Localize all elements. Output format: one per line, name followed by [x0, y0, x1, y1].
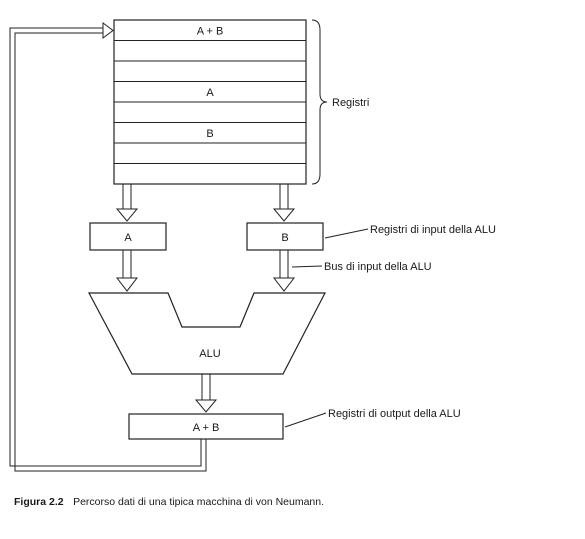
bus-input-a-to-alu	[115, 250, 139, 292]
input-register-a-label: A	[124, 232, 132, 244]
registri-brace: Registri	[311, 19, 369, 185]
input-register-a: A	[89, 222, 167, 251]
arrowhead-icon	[115, 277, 139, 292]
svg-text:Figura 2.2 Percorso dati: Figura 2.2 Percorso dati di una tipica m…	[14, 492, 324, 509]
brace-icon	[311, 19, 328, 185]
output-registers-label: Registri di output della ALU	[328, 408, 461, 420]
bus-input-b-to-alu	[272, 250, 296, 292]
annotation-input-registers: Registri di input della ALU	[324, 224, 496, 239]
bus-register-to-input-b	[272, 184, 296, 222]
leader-line	[284, 412, 327, 428]
arrowhead-icon	[115, 208, 139, 222]
bus-alu-to-output	[194, 374, 218, 413]
input-bus-label: Bus di input della ALU	[324, 261, 432, 273]
annotation-output-register: Registri di output della ALU	[284, 408, 461, 428]
bus-register-to-input-a	[115, 184, 139, 222]
input-register-b: B	[246, 222, 324, 251]
output-register: A + B	[128, 413, 284, 440]
figure-caption: Figura 2.2 Percorso dati di una tipica m…	[14, 492, 324, 509]
alu: ALU	[88, 292, 326, 375]
registri-label: Registri	[332, 97, 369, 109]
alu-shape	[88, 292, 326, 375]
input-registers-label: Registri di input della ALU	[370, 224, 496, 236]
register-row-label: A + B	[197, 25, 224, 37]
register-row-label: A	[206, 87, 214, 99]
alu-label: ALU	[199, 348, 220, 360]
caption-number: Figura 2.2	[14, 496, 64, 508]
annotation-input-bus: Bus di input della ALU	[291, 261, 432, 273]
output-register-label: A + B	[193, 422, 220, 434]
leader-line	[291, 265, 323, 268]
register-file: A + B A B	[113, 19, 307, 185]
register-dividers	[114, 40, 306, 164]
leader-line	[324, 228, 369, 239]
input-register-b-label: B	[281, 232, 288, 244]
arrowhead-icon	[194, 399, 218, 413]
arrowhead-icon	[272, 208, 296, 222]
caption-text: Percorso dati di una tipica macchina di …	[73, 496, 324, 508]
register-labels: A + B A B	[197, 25, 224, 140]
feedback-bus	[9, 22, 207, 472]
arrowhead-icon	[272, 277, 296, 292]
register-row-label: B	[206, 128, 213, 140]
arrowhead-icon	[102, 22, 114, 39]
